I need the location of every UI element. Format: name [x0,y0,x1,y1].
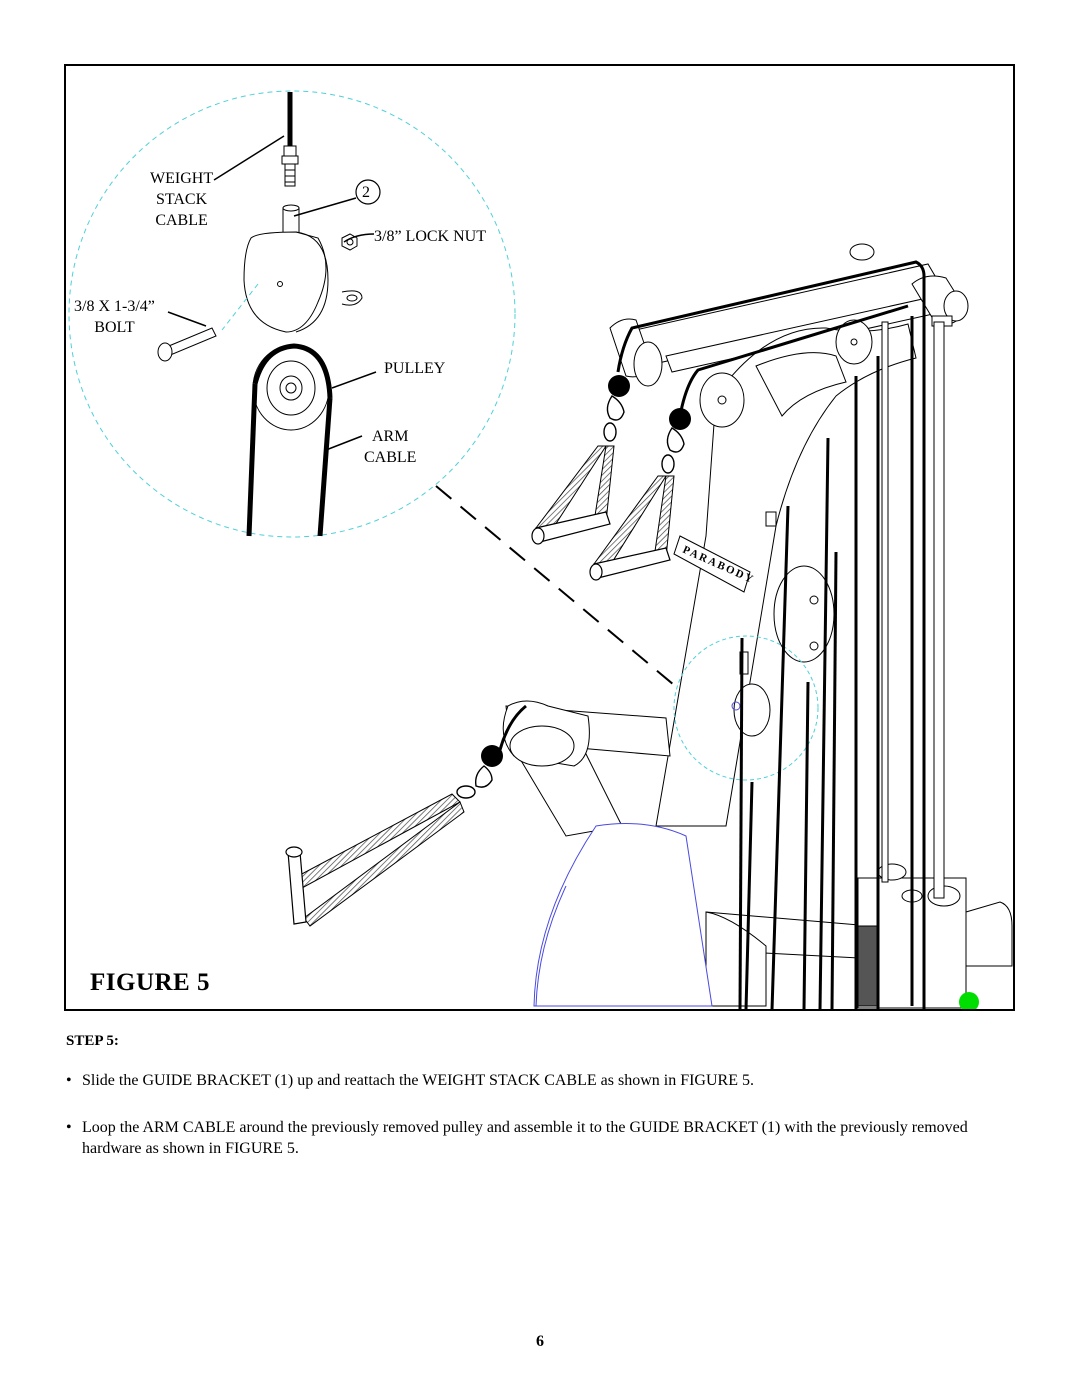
arm-cable-label: ARM CABLE [364,428,417,466]
step-heading: STEP 5: [66,1033,119,1049]
part-number-label: 2 [362,184,370,201]
cables [496,260,926,1009]
guide-bracket-detail [243,204,363,333]
detail-leader-line [435,485,681,691]
seat-back [535,885,567,1007]
assembly-illustration: PARABODY [68,90,1013,1009]
bolt-label: 3/8 X 1-3/4” BOLT [74,298,155,336]
status-marker-icon [959,992,979,1009]
figure-title: FIGURE 5 [90,969,210,996]
machine-detail-circle [673,635,819,781]
cable-end-markers [481,375,691,767]
callout-leaders [167,135,377,451]
bullet-icon: • [66,1072,72,1089]
step-bullet: • Slide the GUIDE BRACKET (1) up and rea… [66,1070,1016,1091]
weight-stack-cable-detail [281,92,299,187]
bracket-hole-icon [731,701,741,711]
pulley-detail [246,343,333,537]
figure-panel: PARABODY WEIGHT STACK CABLE 2 3/8” LOCK … [64,64,1015,1011]
page-number: 6 [536,1333,544,1350]
lock-nut-label: 3/8” LOCK NUT [374,228,486,245]
part-number-circle [355,179,381,205]
seat-pad [533,823,713,1007]
handle-grips [285,511,671,925]
detail-magnifier [68,90,516,538]
weight-stack-cable-label: WEIGHT STACK CABLE [150,170,214,229]
bullet-icon: • [66,1119,72,1136]
step-bullet-text: Loop the ARM CABLE around the previously… [82,1119,968,1157]
weight-cable-end [739,651,749,675]
pulley-label: PULLEY [384,360,446,377]
step-bullet-text: Slide the GUIDE BRACKET (1) up and reatt… [82,1072,754,1089]
bolt-detail [157,283,259,362]
step-bullet: • Loop the ARM CABLE around the previous… [66,1117,1016,1159]
snap-hooks [456,395,685,799]
handle-straps [297,445,675,927]
